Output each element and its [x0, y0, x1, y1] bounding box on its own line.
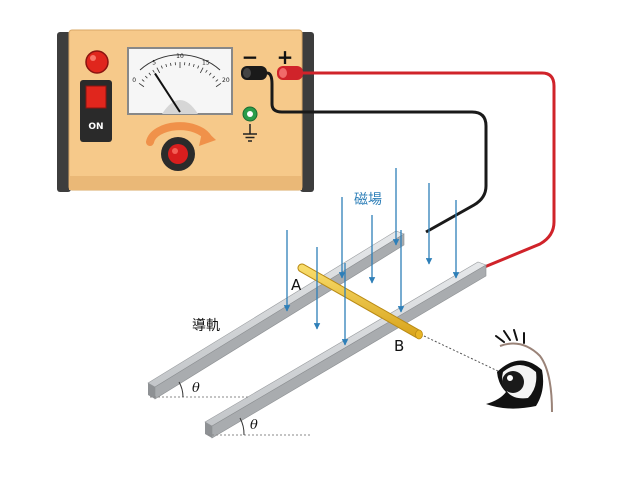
meter-tick: [188, 62, 190, 66]
indicator-lamp: [85, 50, 109, 74]
point-b-label: B: [394, 337, 404, 355]
meter-tick: [165, 63, 168, 68]
meter-tick: [199, 67, 204, 74]
negative-wire: [266, 71, 488, 234]
meter-tick: [138, 82, 145, 88]
angle-label-left: θ: [192, 381, 200, 396]
minus-terminal-label: −: [242, 45, 259, 69]
eye-icon: [486, 329, 553, 413]
point-a-label: A: [291, 276, 302, 294]
meter-scale-label: 20: [222, 77, 230, 84]
meter-scale-labels: 0 5 10 15 20: [132, 53, 230, 84]
meter-tick: [205, 69, 208, 73]
meter-tick: [215, 79, 219, 82]
positive-terminal[interactable]: [277, 66, 303, 80]
magnetic-field-arrows: [283, 168, 460, 346]
meter: 0 5 10 15 20: [127, 47, 233, 115]
meter-ticks: [138, 62, 222, 88]
conducting-rod[interactable]: [297, 263, 423, 340]
rail-left: [147, 230, 405, 400]
switch-label: ON: [88, 122, 103, 132]
meter-needle: [154, 72, 181, 113]
meter-tick: [212, 75, 216, 79]
angle-label-right: θ: [250, 418, 258, 433]
power-supply: ON 0 5 10 15 20 − +: [57, 29, 314, 192]
on-switch[interactable]: ON: [80, 80, 112, 142]
positive-wire: [303, 71, 556, 270]
negative-terminal[interactable]: [241, 66, 267, 80]
meter-scale-label: 15: [202, 59, 210, 66]
meter-scale-label: 5: [152, 59, 156, 66]
angle-arc-left: [178, 381, 184, 398]
angle-arc-right: [239, 417, 245, 436]
rails-label: 導軌: [192, 318, 220, 334]
meter-scale-label: 10: [176, 53, 184, 60]
meter-tick: [141, 79, 145, 82]
meter-tick: [192, 63, 195, 68]
meter-tick: [160, 65, 163, 69]
meter-tick: [197, 65, 200, 69]
ground-icon: [243, 124, 257, 142]
meter-tick: [156, 67, 161, 74]
plus-terminal-label: +: [277, 45, 294, 69]
meter-scale-label: 0: [132, 77, 136, 84]
power-supply-left-panel: [57, 32, 71, 192]
meter-tick: [208, 72, 212, 76]
meter-tick: [148, 72, 152, 76]
meter-tick: [152, 69, 155, 73]
ground-terminal[interactable]: [242, 106, 258, 122]
meter-tick: [170, 62, 172, 66]
meter-tick: [144, 75, 148, 79]
voltage-knob[interactable]: [146, 122, 216, 171]
meter-tick: [215, 82, 222, 88]
magnetic-field-label: 磁場: [354, 192, 382, 208]
line-of-sight: [423, 335, 501, 373]
